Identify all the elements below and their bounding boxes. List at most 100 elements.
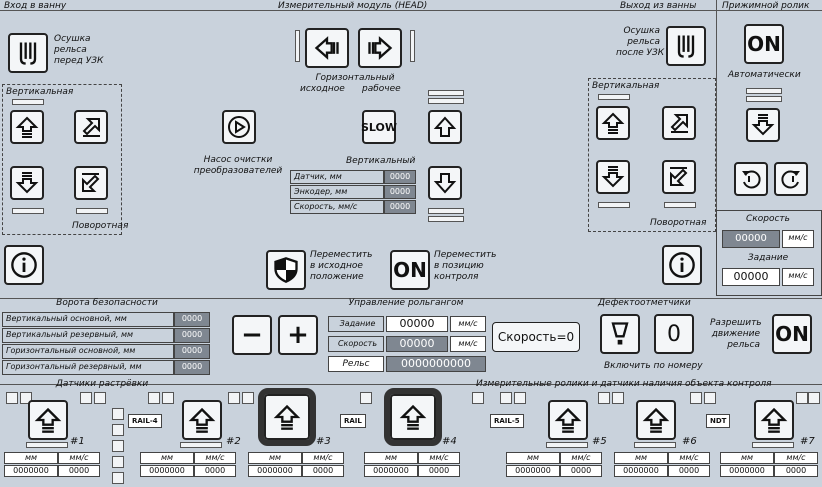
- sensor-4-mm-value: 0000000: [364, 465, 418, 477]
- left-vertical-up-button[interactable]: [10, 110, 44, 144]
- allow-move-on-button[interactable]: ON: [772, 314, 812, 354]
- sensor-7-mm-value: 0000000: [720, 465, 774, 477]
- rotate-left-button[interactable]: [734, 162, 768, 196]
- sensor-4-button[interactable]: [384, 388, 442, 446]
- sensor-4-speed-value: 0000: [418, 465, 460, 477]
- sensor-5-speed-header: мм/с: [560, 452, 602, 464]
- rail-icon: [672, 32, 700, 60]
- speed-panel-unit: мм/с: [782, 230, 814, 248]
- sensor-2-button[interactable]: [182, 400, 222, 440]
- pump-label: Насос очистки преобразователей: [190, 155, 286, 177]
- ndt-tag: NDT: [706, 414, 731, 428]
- sensor-1-speed-header: мм/с: [58, 452, 100, 464]
- speed-plus-button[interactable]: +: [278, 315, 318, 355]
- sensor-3-button[interactable]: [258, 388, 316, 446]
- move-control-button[interactable]: ON: [390, 250, 430, 290]
- arrow-up-big-icon: [433, 115, 457, 139]
- sensor-6-button[interactable]: [636, 400, 676, 440]
- sensor-5-button[interactable]: [548, 400, 588, 440]
- safety-gate-title: Ворота безопасности: [56, 298, 158, 308]
- arrow-down-icon: [601, 165, 625, 189]
- sensor-6-mm-value: 0000000: [614, 465, 668, 477]
- sensor-4-number: #4: [442, 436, 457, 447]
- info-icon: [10, 251, 38, 279]
- rotary-right-title: Поворотная: [650, 218, 707, 228]
- sensor-1-mm-value: 0000000: [4, 465, 58, 477]
- sensor-4-speed-header: мм/с: [418, 452, 460, 464]
- safety-row4-label: Горизонтальный резервный, мм: [2, 360, 174, 375]
- setpoint-panel-title: Задание: [747, 253, 789, 263]
- marker-icon: [606, 320, 634, 348]
- auto-label: Автоматически: [728, 70, 801, 80]
- horizontal-home-button[interactable]: [305, 28, 349, 68]
- head-speed-value: 0000: [384, 200, 416, 214]
- left-vertical-down-button[interactable]: [10, 166, 44, 200]
- defecto-title: Дефектоотметчики: [598, 298, 691, 308]
- speed-zero-button[interactable]: Скорость=0: [492, 322, 580, 352]
- right-vertical-up-button[interactable]: [596, 106, 630, 140]
- slow-button[interactable]: SLOW: [361, 110, 397, 144]
- move-home-button[interactable]: [266, 250, 306, 290]
- exit-drain-line1: Осушка: [623, 26, 660, 36]
- defecto-number-button[interactable]: 0: [654, 314, 694, 354]
- head-encoder-label: Энкодер, мм: [290, 185, 384, 199]
- exit-drain-line2: рельса: [627, 37, 660, 47]
- allow-move-line3: рельса: [727, 340, 760, 350]
- head-down-button[interactable]: [428, 166, 462, 200]
- head-up-button[interactable]: [428, 110, 462, 144]
- sensor-5-mm-value: 0000000: [506, 465, 560, 477]
- right-vertical-down-button[interactable]: [596, 160, 630, 194]
- left-rotate-up-button[interactable]: [74, 110, 108, 144]
- arrow-up-icon: [642, 406, 670, 434]
- safety-row1-value: 0000: [174, 312, 210, 327]
- entry-drain-line1: Осушка: [54, 34, 91, 44]
- head-sensor-label: Датчик, мм: [290, 170, 384, 184]
- entry-drain-label: Осушка рельса перед УЗК: [54, 34, 103, 67]
- allow-move-line1: Разрешить: [710, 318, 762, 328]
- pump-button[interactable]: [222, 110, 256, 144]
- sensor-3-speed-header: мм/с: [302, 452, 344, 464]
- rail-value: 0000000000: [386, 356, 486, 372]
- horizontal-home-label: исходное: [300, 84, 345, 94]
- allow-move-line2: движение: [711, 329, 760, 339]
- entry-section-title: Вход в ванну: [4, 1, 67, 11]
- diagonal-up-icon: [667, 111, 691, 135]
- safety-row1-label: Вертикальный основной, мм: [2, 312, 174, 327]
- sensor-7-button[interactable]: [754, 400, 794, 440]
- safety-row2-label: Вертикальный резервный, мм: [2, 328, 174, 343]
- speed-minus-button[interactable]: −: [232, 315, 272, 355]
- defecto-mark-button[interactable]: [600, 314, 640, 354]
- horizontal-work-button[interactable]: [358, 28, 402, 68]
- setpoint-panel-input[interactable]: 00000: [722, 268, 780, 286]
- rollgang-setpoint-input[interactable]: 00000: [386, 316, 448, 332]
- allow-move-label: Разрешить движение рельса: [710, 318, 762, 351]
- rotate-right-button[interactable]: [774, 162, 808, 196]
- rollgang-setpoint-unit: мм/с: [450, 316, 486, 332]
- pump-line1: Насос очистки: [203, 155, 273, 165]
- measure-rollers-title: Измерительные ролики и датчики наличия о…: [476, 379, 772, 389]
- exit-section-title: Выход из ванны: [620, 1, 697, 11]
- sensor-1-button[interactable]: [28, 400, 68, 440]
- entry-drain-button[interactable]: [8, 33, 48, 73]
- move-control-line1: Переместить: [434, 250, 497, 260]
- setpoint-panel-unit: мм/с: [782, 268, 814, 286]
- rollgang-title: Управление рольгангом: [348, 298, 464, 308]
- shield-icon: [272, 256, 300, 284]
- pressure-roller-down-button[interactable]: [746, 108, 780, 142]
- info-right-button[interactable]: [662, 245, 702, 285]
- arrow-right-icon: [366, 34, 394, 62]
- sensor-1-mm-header: мм: [4, 452, 58, 464]
- right-rotate-down-button[interactable]: [662, 160, 696, 194]
- arrow-up-icon: [601, 111, 625, 135]
- info-left-button[interactable]: [4, 245, 44, 285]
- left-rotate-down-button[interactable]: [74, 166, 108, 200]
- right-rotate-up-button[interactable]: [662, 106, 696, 140]
- pressure-roller-on-button[interactable]: ON: [744, 24, 784, 64]
- sensor-4-mm-header: мм: [364, 452, 418, 464]
- arrow-up-icon: [188, 406, 216, 434]
- arrow-left-icon: [313, 34, 341, 62]
- head-sensor-value: 0000: [384, 170, 416, 184]
- safety-row3-value: 0000: [174, 344, 210, 359]
- exit-drain-button[interactable]: [666, 26, 706, 66]
- vertical-left-title: Вертикальная: [6, 87, 74, 97]
